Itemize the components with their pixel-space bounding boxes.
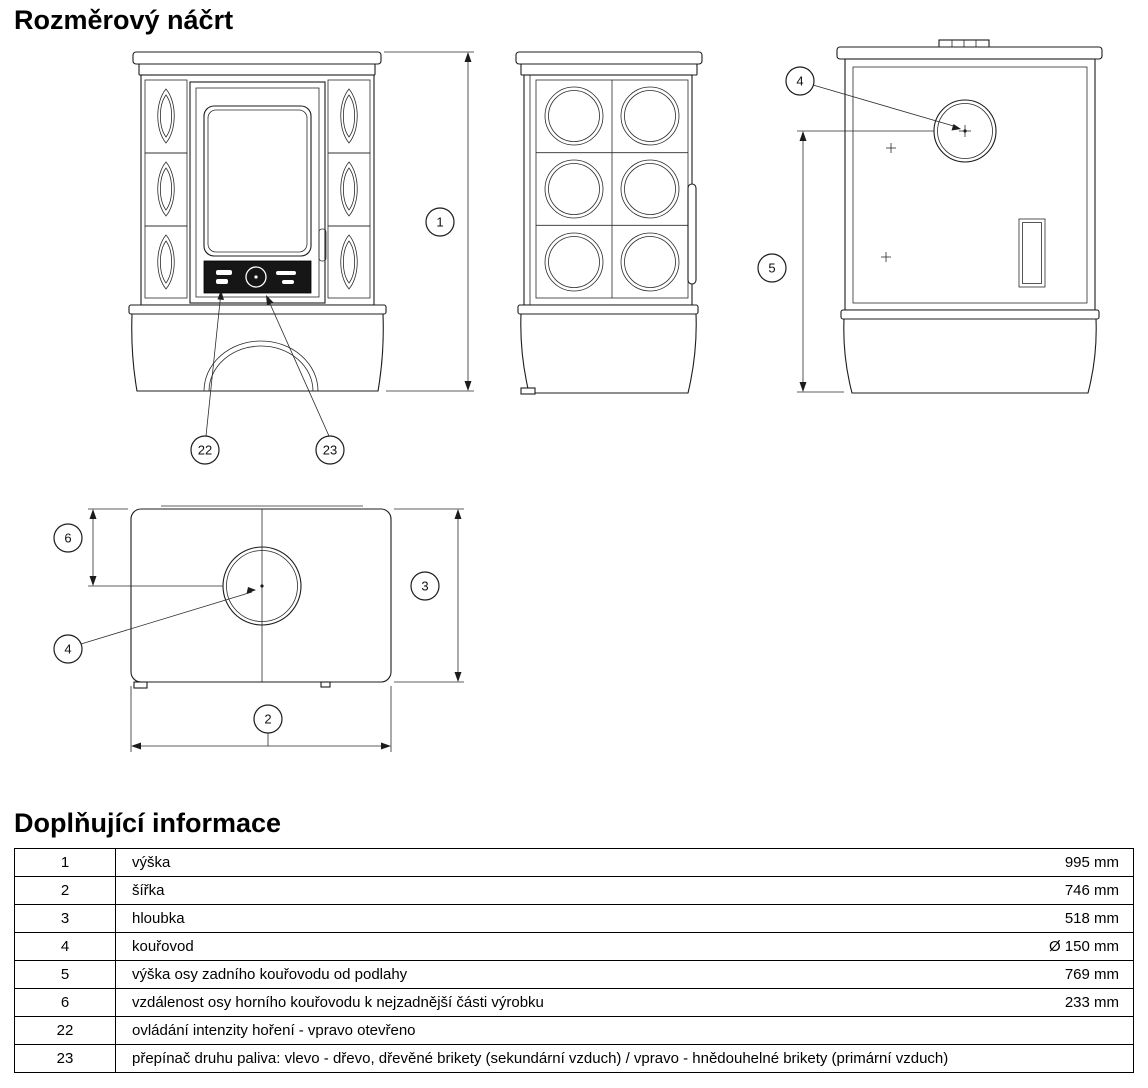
row-number: 6: [14, 988, 116, 1017]
row-number: 4: [14, 932, 116, 961]
svg-text:4: 4: [796, 74, 803, 89]
table-row: 3 hloubka 518 mm: [14, 904, 1134, 933]
row-value: 518 mm: [1064, 910, 1119, 927]
table-row: 23 přepínač druhu paliva: vlevo - dřevo,…: [14, 1044, 1134, 1073]
row-label: ovládání intenzity hoření - vpravo otevř…: [132, 1022, 416, 1039]
row-value: Ø 150 mm: [1048, 938, 1119, 955]
base-arch: [203, 340, 319, 392]
row-label: výška osy zadního kouřovodu od podlahy: [132, 966, 408, 983]
additional-info-table: 1 výška 995 mm 2 šířka 746 mm 3 hloubka …: [14, 848, 1134, 1073]
row-number: 22: [14, 1016, 116, 1045]
svg-text:2: 2: [264, 712, 271, 727]
table-row: 2 šířka 746 mm: [14, 876, 1134, 905]
row-label: šířka: [132, 882, 165, 899]
row-number: 23: [14, 1044, 116, 1073]
svg-text:22: 22: [198, 443, 212, 458]
row-value: 769 mm: [1064, 966, 1119, 983]
table-row: 4 kouřovod Ø 150 mm: [14, 932, 1134, 961]
stove-glass-window: [203, 105, 312, 257]
section-title: Doplňující informace: [14, 808, 282, 838]
door-handle: [318, 228, 327, 262]
top-view-drawing: [130, 505, 392, 689]
callout-1: [425, 207, 455, 237]
table-row: 6 vzdálenost osy horního kouřovodu k nej…: [14, 988, 1134, 1017]
page-title: Rozměrový náčrt: [14, 5, 234, 35]
row-number: 5: [14, 960, 116, 989]
svg-text:5: 5: [768, 261, 775, 276]
row-number: 2: [14, 876, 116, 905]
back-view-drawing: [836, 39, 1103, 394]
table-row: 5 výška osy zadního kouřovodu od podlahy…: [14, 960, 1134, 989]
row-number: 1: [14, 848, 116, 877]
table-row: 22 ovládání intenzity hoření - vpravo ot…: [14, 1016, 1134, 1045]
callout-4-back: 4: [785, 66, 961, 131]
front-view-drawing: [128, 51, 387, 392]
svg-text:3: 3: [421, 579, 428, 594]
svg-text:1: 1: [436, 215, 443, 230]
row-value: 746 mm: [1064, 882, 1119, 899]
dimension-line-5: 5: [757, 130, 934, 393]
dimension-line-1: 1: [384, 51, 474, 392]
dimension-line-3: 3: [394, 508, 464, 683]
svg-text:23: 23: [323, 443, 337, 458]
svg-text:6: 6: [64, 531, 71, 546]
row-value: 233 mm: [1064, 994, 1119, 1011]
callout-23: 23: [266, 295, 345, 465]
row-label: přepínač druhu paliva: vlevo - dřevo, dř…: [132, 1050, 949, 1067]
table-row: 1 výška 995 mm: [14, 848, 1134, 877]
row-label: vzdálenost osy horního kouřovodu k nejza…: [132, 994, 544, 1011]
callout-4-top: 4: [53, 587, 256, 664]
control-strip: [203, 260, 312, 294]
row-label: kouřovod: [132, 938, 194, 955]
row-label: výška: [132, 854, 171, 871]
row-value: 995 mm: [1064, 854, 1119, 871]
dimension-line-6: 6: [53, 508, 223, 587]
callout-22: 22: [190, 290, 224, 465]
rating-plate: [1018, 218, 1046, 288]
flue-outlet: [933, 99, 997, 163]
side-view-drawing: [515, 51, 703, 395]
side-door-handle: [687, 183, 697, 285]
row-label: hloubka: [132, 910, 185, 927]
svg-text:4: 4: [64, 642, 71, 657]
dimension-line-2: 2: [130, 686, 392, 752]
row-number: 3: [14, 904, 116, 933]
